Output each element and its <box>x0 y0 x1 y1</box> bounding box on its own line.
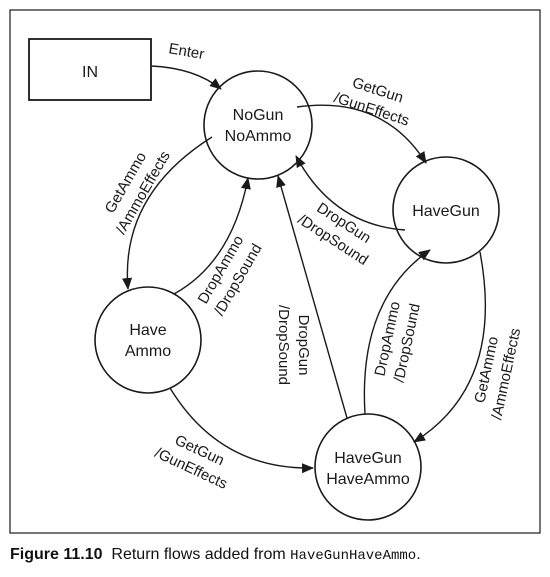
figure-caption-end: . <box>416 546 421 563</box>
state-havegun-label: HaveGun <box>412 203 480 220</box>
state-havegun-haveammo: HaveGun HaveAmmo <box>314 413 422 521</box>
state-nogun-noammo-line1: NoGun <box>233 107 284 124</box>
label-getgun-bottom: GetGun /GunEffects <box>152 432 230 493</box>
figure-label: Figure 11.10 <box>10 546 103 563</box>
label-dropgun-center: DropGun /DropSound <box>275 305 312 385</box>
state-nogun-noammo: NoGun NoAmmo <box>203 70 313 180</box>
arrow-getgun-bottom <box>169 387 314 474</box>
label-enter: Enter <box>167 40 205 63</box>
label-dropgun-center-line2: /DropSound <box>275 305 292 385</box>
label-getammo-left: GetAmmo /AmmoEffects <box>102 148 174 237</box>
label-getammo-right: GetAmmo /AmmoEffects <box>471 327 524 422</box>
figure-caption-text: Return flows added from <box>111 546 286 563</box>
state-have-ammo: Have Ammo <box>94 286 202 394</box>
diagram-border <box>9 9 541 534</box>
state-havegun-haveammo-line1: HaveGun <box>334 450 402 467</box>
start-box: IN <box>28 38 152 101</box>
arrow-dropgun-top <box>295 155 406 231</box>
figure-caption: Figure 11.10 Return flows added from Hav… <box>10 546 545 564</box>
label-dropammo-left: DropAmmo /DropSound <box>195 233 266 319</box>
start-box-label: IN <box>82 64 98 81</box>
arrow-dropgun-center <box>276 175 348 419</box>
state-have-ammo-line2: Ammo <box>125 343 171 360</box>
label-dropgun-top: DropGun /DropSound <box>295 199 374 268</box>
state-nogun-noammo-line2: NoAmmo <box>225 128 292 145</box>
state-havegun: HaveGun <box>392 156 500 264</box>
state-diagram: IN NoGun NoAmmo HaveGun Have Ammo HaveGu… <box>9 9 541 534</box>
label-dropgun-center-line1: DropGun <box>295 315 312 376</box>
arrow-getammo-left <box>122 136 213 290</box>
state-havegun-haveammo-line2: HaveAmmo <box>326 471 410 488</box>
label-getgun-top: GetGun /GunEffects <box>332 74 412 129</box>
arrow-getammo-right <box>413 251 486 443</box>
label-dropammo-right: DropAmmo /DropSound <box>372 300 424 384</box>
arrow-getgun-top <box>296 104 427 164</box>
arrow-enter <box>150 65 222 90</box>
figure-caption-code: HaveGunHaveAmmo <box>290 548 417 564</box>
arrow-dropammo-right <box>363 249 431 415</box>
state-have-ammo-line1: Have <box>129 322 166 339</box>
arrow-dropammo-left <box>173 177 251 295</box>
